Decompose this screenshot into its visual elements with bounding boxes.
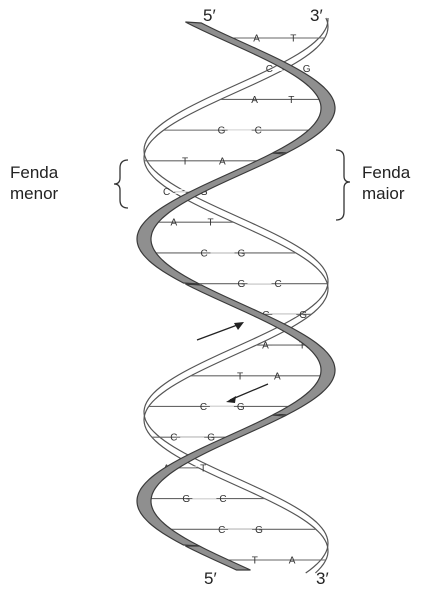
base-pair-rungs: ATCGATGCTACGATCGGCCGATTACGCGATGCCGTA (144, 34, 327, 567)
base-left: T (237, 371, 243, 382)
major-groove-bracket (336, 150, 350, 220)
major-groove-label-line1: Fenda (362, 163, 411, 182)
base-left: C (266, 64, 273, 75)
label-5-prime-top: 5′ (203, 6, 216, 25)
front-strand-segment-3 (185, 284, 335, 415)
base-left: C (200, 402, 207, 413)
base-right: T (288, 95, 294, 106)
base-right: G (299, 310, 307, 321)
base-left: T (252, 556, 258, 567)
base-left: A (262, 341, 269, 352)
base-right: G (238, 248, 246, 259)
base-right: C (275, 279, 282, 290)
label-5-prime-bottom: 5′ (204, 569, 217, 588)
base-left: C (163, 187, 170, 198)
arrow-up-strand-icon (226, 396, 236, 403)
base-right: C (255, 126, 262, 137)
base-right: A (219, 156, 226, 167)
front-strand-segment-5 (185, 546, 250, 570)
minor-groove-label-line1: Fenda (10, 163, 59, 182)
base-left: A (171, 218, 178, 229)
base-left: C (218, 525, 225, 536)
minor-groove-label-line2: menor (10, 184, 59, 203)
base-right: C (219, 494, 226, 505)
back-strand-line-1 (144, 18, 328, 573)
base-left: C (170, 433, 177, 444)
base-left: T (182, 156, 188, 167)
base-right: T (290, 34, 296, 45)
base-right: T (200, 463, 206, 474)
base-right: G (255, 525, 263, 536)
major-groove-label-line2: maior (362, 184, 405, 203)
base-left: G (182, 494, 190, 505)
strand-direction-arrows (197, 322, 268, 403)
base-left: C (201, 248, 208, 259)
base-left: A (253, 34, 260, 45)
base-right: A (274, 371, 281, 382)
minor-groove-bracket (114, 160, 128, 208)
label-3-prime-top: 3′ (310, 6, 323, 25)
back-strand-line-2 (144, 18, 328, 573)
base-right: T (208, 218, 214, 229)
base-left: G (238, 279, 246, 290)
label-3-prime-bottom: 3′ (316, 569, 329, 588)
front-ribbon-strand (137, 22, 335, 570)
base-left: G (218, 126, 226, 137)
back-strand-lines (144, 18, 328, 573)
base-right: A (289, 556, 296, 567)
base-right: G (237, 402, 245, 413)
base-left: A (251, 95, 258, 106)
